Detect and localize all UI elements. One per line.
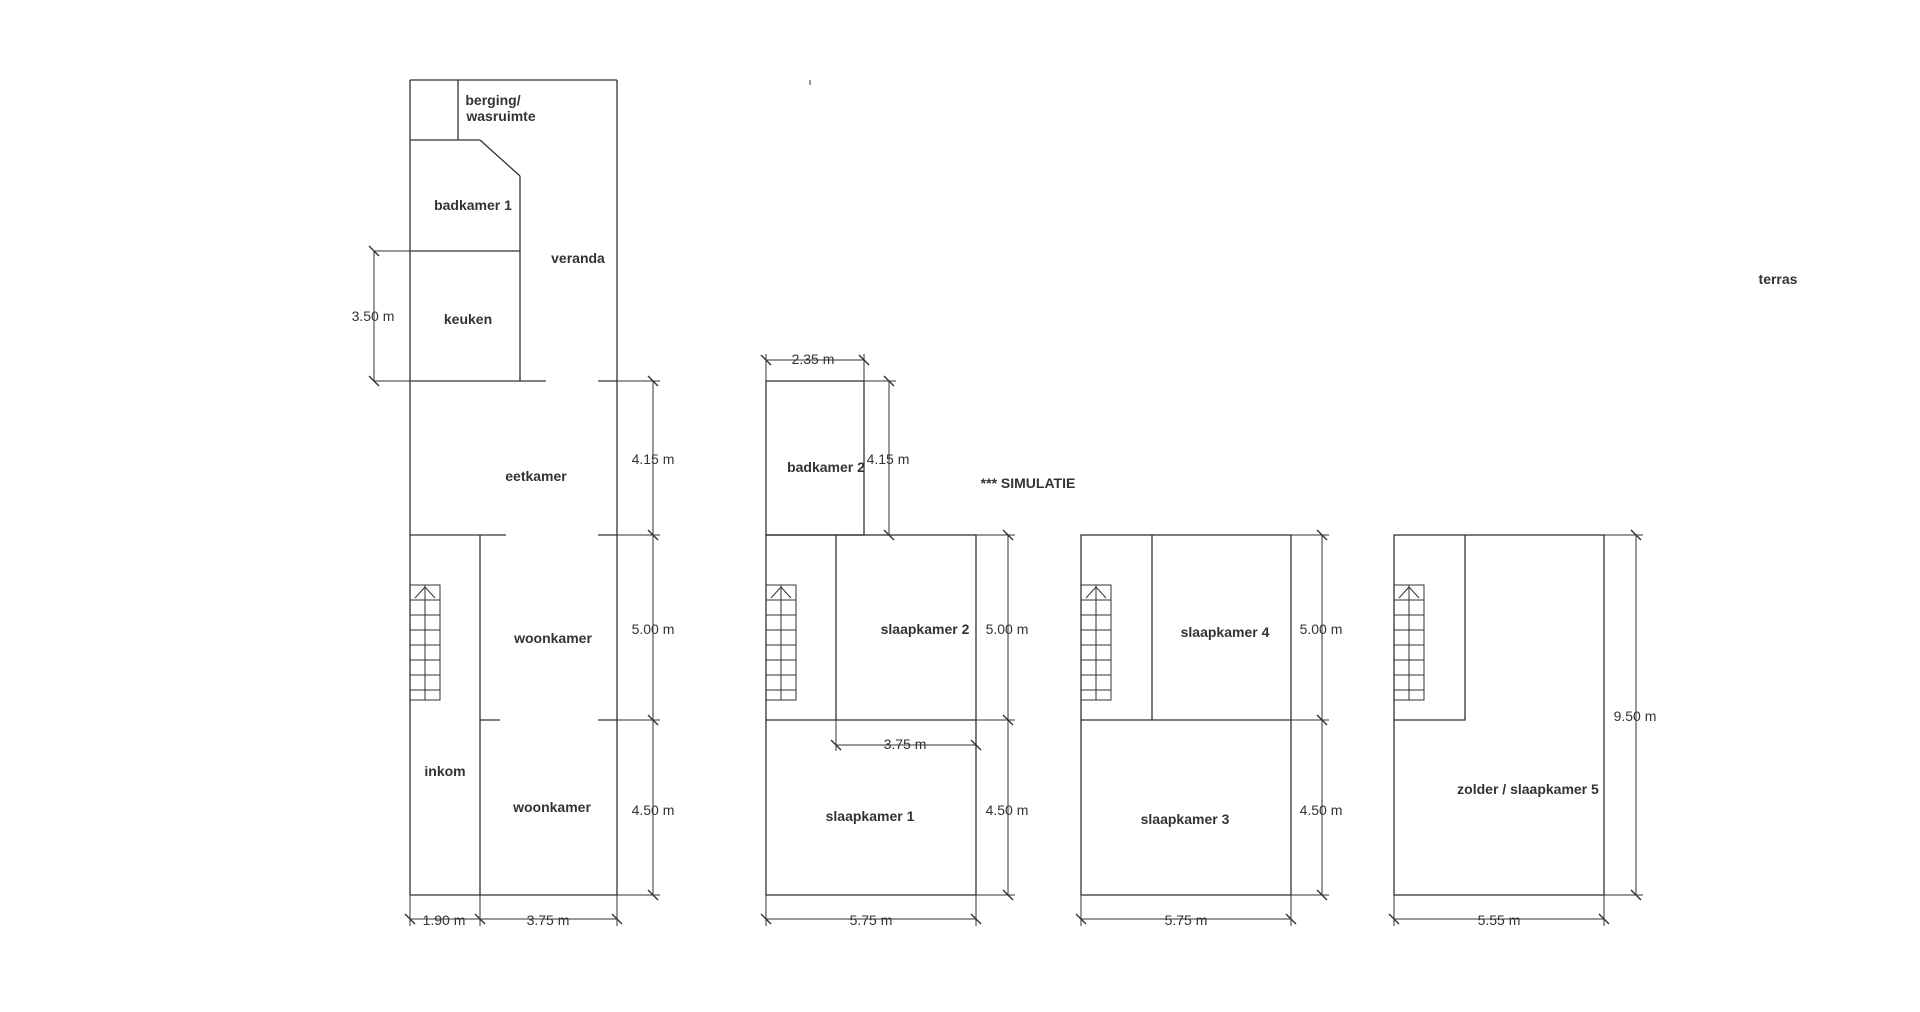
- dim-label-bedroom1-depth: 4.50 m: [986, 802, 1029, 818]
- ground-floor-walls: [409, 79, 618, 896]
- first-floor-plan: badkamer 2 slaapkamer 2 slaapkamer 1 2.3…: [760, 351, 1029, 928]
- room-label-bedroom-4: slaapkamer 4: [1181, 624, 1270, 640]
- room-label-bedroom-2: slaapkamer 2: [881, 621, 970, 637]
- ground-floor-dimension-lines: [373, 250, 660, 926]
- room-label-bathroom-2: badkamer 2: [787, 459, 865, 475]
- ground-floor-staircase: [409, 584, 441, 701]
- room-label-kitchen: keuken: [444, 311, 492, 327]
- room-label-attic: zolder / slaapkamer 5: [1457, 781, 1599, 797]
- room-label-storage-line1: berging/: [465, 92, 520, 108]
- second-floor-dimension-lines: [1080, 534, 1329, 926]
- room-label-storage-line2: wasruimte: [465, 108, 535, 124]
- dim-label-front-depth: 4.50 m: [632, 802, 675, 818]
- dim-label-living-width: 3.75 m: [527, 912, 570, 928]
- room-label-veranda: veranda: [551, 250, 605, 266]
- dim-label-dining-depth: 4.15 m: [632, 451, 675, 467]
- dim-label-bedroom3-depth: 4.50 m: [1300, 802, 1343, 818]
- attic-plan: zolder / slaapkamer 5 9.50 m 5.55 m: [1388, 529, 1657, 928]
- first-floor-dimension-lines: [765, 354, 1015, 926]
- dim-label-first-floor-width: 5.75 m: [850, 912, 893, 928]
- attic-dimension-ticks: [1388, 529, 1642, 925]
- dim-label-bathroom2-depth: 4.15 m: [867, 451, 910, 467]
- first-floor-staircase: [765, 584, 797, 701]
- first-floor-walls: [765, 380, 977, 896]
- second-floor-staircase: [1080, 584, 1112, 701]
- dim-label-second-floor-width: 5.75 m: [1165, 912, 1208, 928]
- dim-label-entrance-width: 1.90 m: [423, 912, 466, 928]
- room-label-bathroom-1: badkamer 1: [434, 197, 512, 213]
- dim-label-bedroom4-depth: 5.00 m: [1300, 621, 1343, 637]
- second-floor-dimension-ticks: [1075, 529, 1328, 925]
- simulation-note: *** SIMULATIE: [981, 475, 1076, 491]
- room-label-bedroom-1: slaapkamer 1: [826, 808, 915, 824]
- first-floor-dimension-ticks: [760, 354, 1014, 925]
- room-label-living-front: woonkamer: [512, 799, 591, 815]
- dim-label-kitchen-depth: 3.50 m: [352, 308, 395, 324]
- dim-label-living-depth: 5.00 m: [632, 621, 675, 637]
- attic-walls: [1393, 534, 1605, 896]
- room-label-dining: eetkamer: [505, 468, 567, 484]
- attic-staircase: [1393, 584, 1425, 701]
- ground-floor-plan: berging/ wasruimte badkamer 1 veranda ke…: [352, 79, 675, 928]
- terrace-label: terras: [1759, 271, 1798, 287]
- dim-label-attic-depth: 9.50 m: [1614, 708, 1657, 724]
- attic-dimension-lines: [1393, 534, 1643, 926]
- second-floor-plan: slaapkamer 4 slaapkamer 3 5.00 m 4.50 m …: [1075, 529, 1343, 928]
- second-floor-walls: [1080, 534, 1292, 896]
- dim-label-bedroom2-width: 3.75 m: [884, 736, 927, 752]
- dim-label-bathroom2-width: 2.35 m: [792, 351, 835, 367]
- dim-label-attic-width: 5.55 m: [1478, 912, 1521, 928]
- room-label-living-back: woonkamer: [513, 630, 592, 646]
- room-label-bedroom-3: slaapkamer 3: [1141, 811, 1230, 827]
- ground-floor-dimension-ticks: [368, 245, 659, 925]
- dim-label-bedroom2-depth: 5.00 m: [986, 621, 1029, 637]
- room-label-entrance: inkom: [424, 763, 465, 779]
